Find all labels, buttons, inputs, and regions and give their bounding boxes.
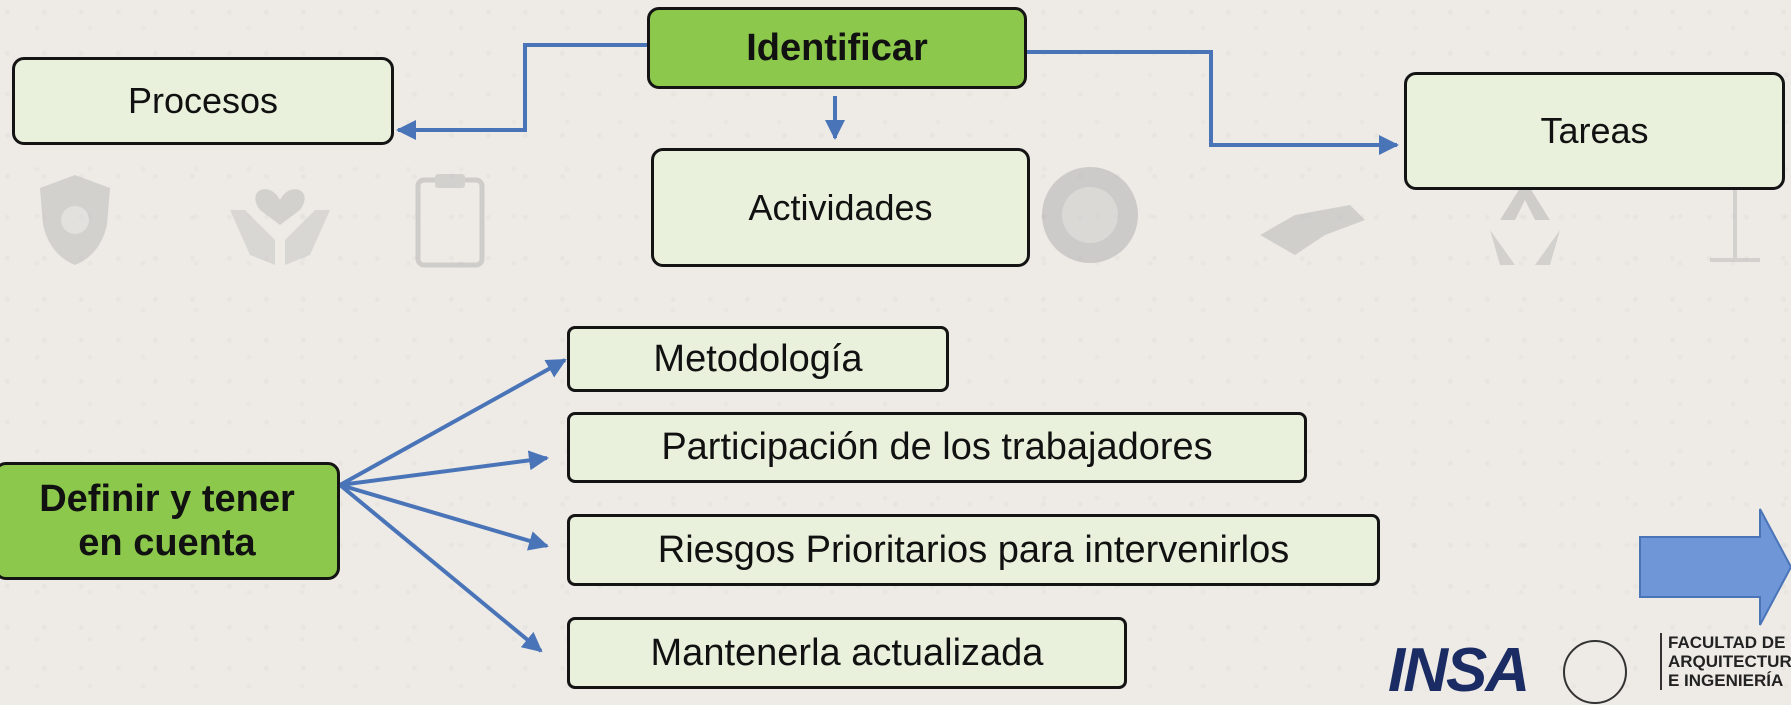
shield-icon — [40, 175, 110, 265]
mantenerla-box: Mantenerla actualizada — [567, 617, 1127, 689]
connector-to-procesos — [396, 43, 647, 140]
participacion-label: Participación de los trabajadores — [661, 426, 1213, 468]
actividades-label: Actividades — [748, 186, 933, 228]
tareas-box: Tareas — [1404, 72, 1785, 190]
connector-to-riesgos — [339, 483, 549, 551]
clipboard-icon — [415, 174, 485, 268]
metodologia-label: Metodología — [653, 337, 863, 380]
actividades-box: Actividades — [651, 148, 1030, 267]
riesgos-label: Riesgos Prioritarios para intervenirlos — [657, 528, 1290, 571]
tareas-label: Tareas — [1540, 110, 1649, 151]
scale-icon — [1710, 185, 1760, 262]
riesgos-box: Riesgos Prioritarios para intervenirlos — [567, 514, 1380, 586]
procesos-box: Procesos — [12, 57, 394, 145]
hands-heart-icon — [230, 189, 330, 265]
connector-to-mantenerla — [338, 483, 543, 653]
identificar-label: Identificar — [746, 26, 928, 69]
connector-to-participacion — [339, 450, 549, 487]
faculty-seal-icon — [1563, 640, 1627, 704]
definir-label: Definir y tener en cuenta — [39, 478, 295, 564]
connector-to-tareas — [1027, 50, 1399, 155]
recycle-icon — [1490, 180, 1560, 265]
faculty-label: FACULTAD DE ARQUITECTURA E INGENIERÍA — [1668, 633, 1791, 690]
hand-icon — [1260, 205, 1365, 255]
mantenerla-label: Mantenerla actualizada — [650, 631, 1044, 674]
identificar-box: Identificar — [647, 7, 1027, 89]
metodologia-box: Metodología — [567, 326, 949, 392]
definir-box: Definir y tener en cuenta — [0, 462, 340, 580]
globe-icon — [1042, 167, 1138, 263]
participacion-box: Participación de los trabajadores — [567, 412, 1307, 483]
next-arrow-icon[interactable] — [1638, 508, 1791, 626]
connector-to-metodologia — [339, 358, 567, 487]
faculty-text: FACULTAD DE ARQUITECTURA E INGENIERÍA — [1660, 633, 1791, 690]
insa-logo: INSA — [1388, 636, 1530, 705]
procesos-label: Procesos — [127, 80, 279, 121]
